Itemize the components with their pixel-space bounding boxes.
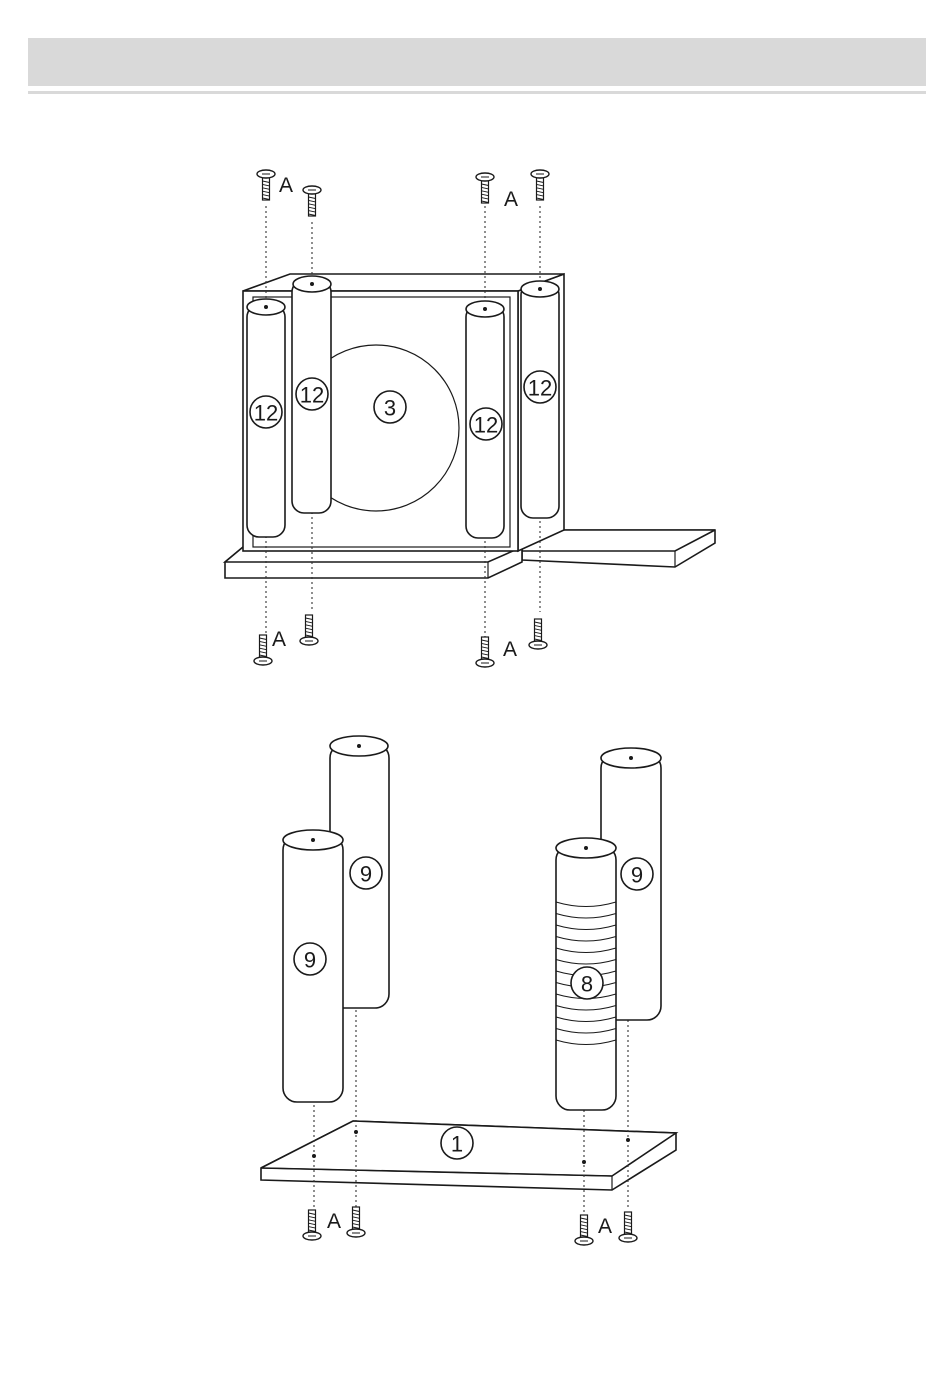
svg-text:12: 12 — [300, 383, 324, 408]
callout-post-12-a: 12 — [250, 396, 282, 428]
callout-post-12-d: 12 — [524, 371, 556, 403]
svg-text:9: 9 — [631, 863, 643, 888]
svg-text:12: 12 — [528, 376, 552, 401]
svg-text:9: 9 — [360, 862, 372, 887]
screw-icon — [257, 170, 275, 200]
screw-icon — [575, 1215, 593, 1245]
screw-icon — [303, 186, 321, 216]
screw-icon — [303, 1210, 321, 1240]
screw-icon — [529, 619, 547, 649]
callout-post-9-back-left: 9 — [350, 857, 382, 889]
callout-post-9-back-right: 9 — [621, 858, 653, 890]
screw-label-a: A — [598, 1215, 612, 1238]
svg-text:3: 3 — [384, 396, 396, 421]
screw-icon — [476, 637, 494, 667]
step1-diagram: 3 12 12 12 12 A A A A — [0, 150, 950, 690]
step2-diagram: 9 9 9 8 1 A A — [0, 720, 950, 1260]
svg-text:9: 9 — [304, 948, 316, 973]
screw-icon — [347, 1207, 365, 1237]
screw-label-a: A — [272, 628, 286, 651]
screw-icon — [254, 635, 272, 665]
callout-scratch-post-8: 8 — [571, 967, 603, 999]
callout-post-12-b: 12 — [296, 378, 328, 410]
screw-icon — [619, 1212, 637, 1242]
screw-label-a: A — [504, 188, 518, 211]
screw-label-a: A — [279, 174, 293, 197]
step2-screws — [303, 1207, 637, 1245]
header-rule — [28, 91, 926, 94]
callout-base-1: 1 — [441, 1127, 473, 1159]
callout-post-12-c: 12 — [470, 408, 502, 440]
callout-panel-3: 3 — [374, 391, 406, 423]
screw-label-a: A — [327, 1210, 341, 1233]
screw-icon — [531, 170, 549, 200]
screw-icon — [300, 615, 318, 645]
screw-label-a: A — [503, 638, 517, 661]
callout-post-9-front-left: 9 — [294, 943, 326, 975]
svg-text:12: 12 — [474, 413, 498, 438]
header-bar — [28, 38, 926, 86]
svg-text:12: 12 — [254, 401, 278, 426]
svg-text:8: 8 — [581, 972, 593, 997]
svg-text:1: 1 — [451, 1132, 463, 1157]
screw-icon — [476, 173, 494, 203]
